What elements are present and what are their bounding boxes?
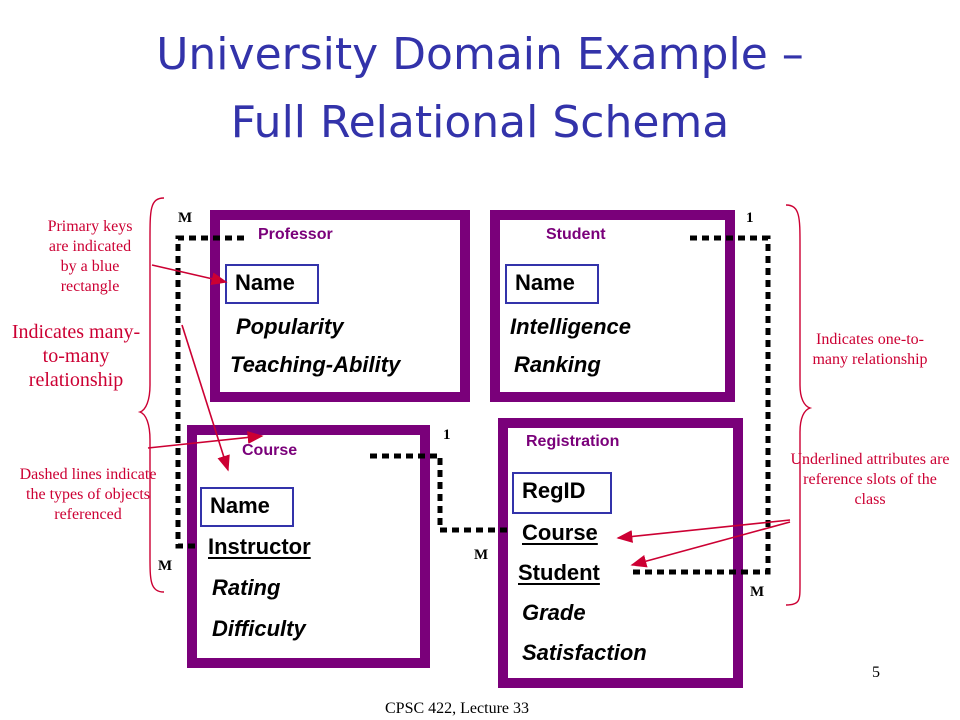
dashed-professor-instructor: [175, 235, 244, 549]
note-dashed-lines: Dashed lines indicate the types of objec…: [19, 466, 157, 523]
mult-professor-m: M: [178, 210, 193, 226]
registration-attr-course: Course: [522, 520, 598, 545]
slide-number: 5: [872, 664, 880, 681]
course-attr-difficulty: Difficulty: [212, 616, 306, 641]
student-attr-intelligence: Intelligence: [510, 314, 632, 339]
student-primary-key: Name: [505, 264, 599, 304]
student-attr-ranking: Ranking: [514, 352, 601, 377]
registration-attr-student: Student: [518, 560, 600, 585]
mult-course-1: 1: [443, 427, 451, 443]
dashed-course-registration: [370, 453, 512, 533]
registration-class-box: [498, 418, 743, 688]
registration-primary-key: RegID: [512, 472, 612, 514]
arrow-to-reg-course: [616, 519, 791, 543]
course-primary-key: Name: [200, 487, 294, 527]
course-attr-instructor: Instructor: [208, 534, 311, 559]
dashed-student-registration: [628, 235, 771, 575]
course-class-label: Course: [242, 442, 298, 459]
arrow-to-reg-student: [630, 521, 791, 568]
note-one-to-many: Indicates one-to-many relationship: [812, 331, 928, 368]
registration-attr-satisfaction: Satisfaction: [522, 640, 647, 665]
mult-reg-course-m: M: [474, 547, 489, 563]
slide-title-line2: Full Relational Schema: [230, 97, 730, 148]
professor-attr-popularity: Popularity: [236, 314, 344, 339]
registration-class-label: Registration: [526, 433, 620, 450]
note-many-to-many: Indicates many-to-many relationship: [11, 321, 141, 391]
registration-attr-grade: Grade: [522, 600, 586, 625]
course-attr-rating: Rating: [212, 575, 281, 600]
arrow-to-professor-pk: [151, 264, 228, 286]
note-underlined: Underlined attributes are reference slot…: [790, 451, 950, 508]
professor-class-box: [210, 210, 470, 402]
slide-title-line1: University Domain Example –: [156, 29, 804, 80]
arrow-to-course-pk: [181, 324, 230, 472]
mult-course-m: M: [158, 558, 173, 574]
note-primary-keys: Primary keys are indicated by a blue rec…: [47, 218, 133, 295]
student-class-label: Student: [546, 226, 606, 243]
professor-attr-teaching-ability: Teaching-Ability: [230, 352, 401, 377]
mult-reg-student-m: M: [750, 584, 765, 600]
professor-class-label: Professor: [258, 226, 333, 243]
right-brace: [785, 204, 813, 606]
student-class-box: [490, 210, 735, 402]
footer-course: CPSC 422, Lecture 33: [385, 700, 529, 717]
mult-student-1: 1: [746, 210, 754, 226]
arrow-dashed-line: [147, 431, 264, 449]
left-brace: [137, 197, 165, 593]
